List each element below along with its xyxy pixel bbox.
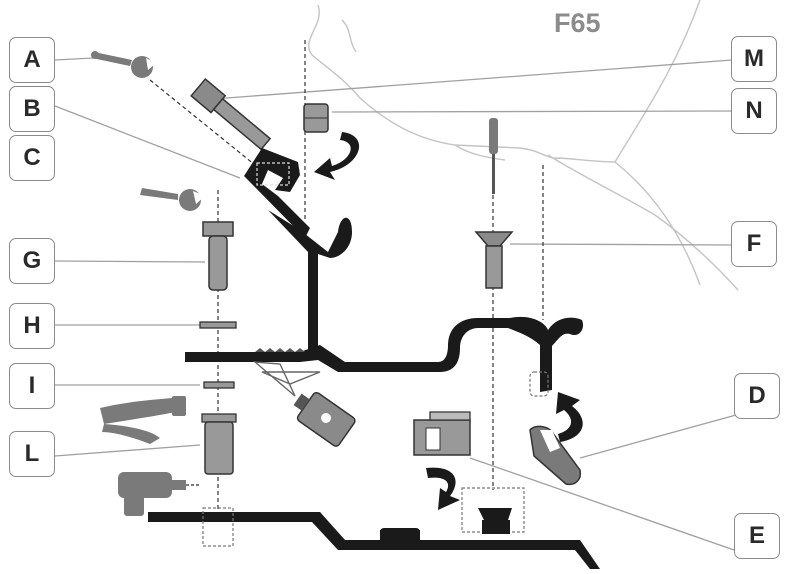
profile-teeth — [255, 348, 305, 352]
rivet-nut-l — [201, 413, 237, 475]
callout-l: L — [9, 431, 55, 477]
callout-h: H — [9, 303, 55, 349]
figure-code: F65 — [554, 8, 601, 38]
upper-profile — [244, 148, 352, 352]
bolt-a — [190, 77, 272, 151]
callout-e: E — [734, 513, 780, 559]
leader-lines — [54, 57, 737, 551]
rotate-arrow-icon — [314, 132, 360, 180]
callout-g: G — [9, 238, 55, 284]
callout-m: M — [731, 36, 777, 82]
rotate-arrow-icon — [556, 392, 583, 442]
mounted-clip — [461, 487, 525, 534]
seal-ghost — [529, 371, 549, 397]
washer-i — [203, 381, 235, 389]
wrench-icon — [140, 188, 205, 211]
callout-d: D — [734, 373, 780, 419]
seal-d — [529, 425, 582, 486]
callout-c: C — [9, 135, 55, 181]
floor-profile — [185, 316, 584, 392]
callout-a: A — [9, 37, 55, 83]
rivet-gun-icon — [100, 396, 186, 444]
screwdriver-icon — [489, 118, 498, 194]
bolt-g — [202, 221, 234, 291]
rotate-arrow-icon — [426, 467, 460, 510]
nut-n — [303, 103, 329, 133]
callout-i: I — [9, 363, 55, 409]
clip-e — [413, 411, 471, 456]
callout-b: B — [9, 86, 55, 132]
slot-highlight — [256, 162, 290, 186]
insert-ghost — [202, 507, 234, 547]
wrench-icon — [91, 51, 156, 78]
glue-tube-icon — [252, 361, 356, 447]
drill-icon — [118, 472, 200, 516]
deck-plate — [148, 512, 600, 569]
callout-f: F — [731, 221, 777, 267]
screw-f — [474, 231, 514, 289]
hull-contour-outline — [308, 0, 739, 291]
callout-n: N — [731, 88, 777, 134]
washer-h — [199, 321, 237, 329]
